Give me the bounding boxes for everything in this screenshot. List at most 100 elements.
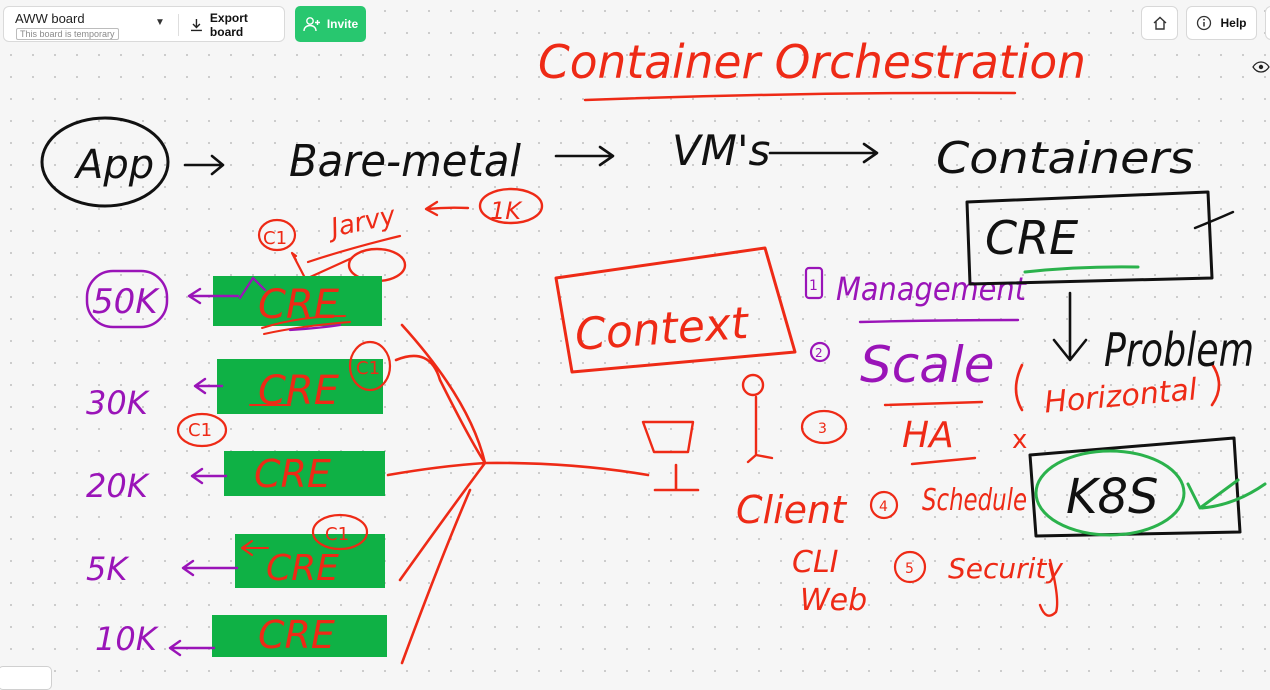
bullet-2: 2 <box>815 346 823 360</box>
web-text: Web <box>800 583 867 618</box>
c1-top-text: C1 <box>263 228 287 249</box>
c1-top-circle <box>257 218 297 252</box>
board-selector[interactable]: AWW board This board is temporary ▼ Expo… <box>3 6 285 42</box>
inner-arrow-4 <box>241 540 269 556</box>
c1-text-3: C1 <box>188 420 212 441</box>
num-5k: 5K <box>86 550 130 588</box>
num-50k: 50K <box>92 282 160 322</box>
loop-arrows <box>290 251 354 280</box>
context-box <box>554 246 797 374</box>
bullet-4: 4 <box>879 499 888 515</box>
cre-right-text: CRE <box>985 211 1078 265</box>
ha-text: HA <box>902 415 954 456</box>
client-body <box>746 395 774 464</box>
security-hook <box>1038 558 1059 617</box>
one-k-circle <box>478 187 544 225</box>
bullet-3: 3 <box>818 421 827 437</box>
c1-circle-4 <box>311 513 369 551</box>
arrow-1k <box>424 200 470 217</box>
client-text: Client <box>736 488 848 532</box>
num-10k: 10K <box>95 620 160 658</box>
add-user-icon <box>303 17 320 32</box>
app-text: App <box>73 142 154 188</box>
board-status: This board is temporary <box>16 28 119 40</box>
fan-lines <box>386 323 700 665</box>
cre-box-3 <box>224 451 385 496</box>
cre-label-2: CRE <box>258 368 340 414</box>
help-button[interactable]: Help <box>1186 6 1257 40</box>
cre-right-underline <box>1023 265 1140 274</box>
x-mark: x <box>1012 425 1027 455</box>
cre-label-1: CRE <box>258 282 340 328</box>
cre-strike <box>261 315 351 335</box>
vms-text: VM's <box>672 126 770 175</box>
k8s-text: K8S <box>1066 469 1158 525</box>
num-20k: 20K <box>86 467 151 505</box>
k8s-box <box>1028 436 1242 538</box>
bare-metal-text: Bare-metal <box>289 136 522 187</box>
cli-text: CLI <box>792 545 839 580</box>
scale-text: Scale <box>860 336 995 394</box>
cre-box-1 <box>213 276 382 326</box>
bullet-3-circle <box>800 409 848 445</box>
toolbar-divider <box>178 14 179 36</box>
info-icon <box>1197 15 1212 31</box>
management-underline <box>858 318 1020 324</box>
c1-circle-2 <box>348 340 392 392</box>
containers-text: Containers <box>936 133 1194 184</box>
cre-box-2 <box>217 359 383 414</box>
c1-text-2: C1 <box>356 358 380 379</box>
bullet-1-box <box>804 266 824 300</box>
cre-label-4: CRE <box>266 548 339 589</box>
home-icon <box>1153 16 1166 30</box>
bullet-4-circle <box>869 490 899 520</box>
cre-label-5: CRE <box>258 613 335 657</box>
k8s-check <box>1186 478 1267 510</box>
purple-arrows <box>168 287 240 657</box>
bullet-5-circle <box>893 550 927 584</box>
scale-underline <box>883 400 984 407</box>
app-circle <box>40 116 170 208</box>
eye-icon[interactable] <box>1252 60 1270 78</box>
problem-arrow <box>1052 291 1088 362</box>
management-text: Management <box>836 270 1027 308</box>
cre-purple-marks <box>238 276 342 332</box>
context-text: Context <box>573 298 751 361</box>
bullet-5: 5 <box>905 561 914 577</box>
arrow-bare-metal <box>554 145 615 167</box>
arrow-vms <box>768 142 879 164</box>
one-k-text: 1K <box>490 197 523 225</box>
cre-box-5 <box>212 615 387 657</box>
k8s-circle <box>1034 449 1186 537</box>
title-underline <box>583 91 1017 102</box>
jarvy-underline <box>306 234 402 264</box>
chevron-down-icon[interactable]: ▼ <box>155 17 165 28</box>
c1-text-4: C1 <box>325 524 349 545</box>
cre-right-box <box>965 190 1214 286</box>
cre-right-tail <box>1193 210 1235 230</box>
help-label: Help <box>1220 16 1247 30</box>
c1-circle-3 <box>176 412 228 448</box>
board-name: AWW board <box>15 11 85 26</box>
client-head <box>741 373 765 397</box>
cre-label-3: CRE <box>254 452 331 496</box>
monitor-shape <box>641 420 695 454</box>
invite-label: Invite <box>326 17 359 31</box>
export-board-label: Export board <box>209 11 248 39</box>
num-30k: 30K <box>86 384 151 422</box>
horizontal-text: Horizontal <box>1043 372 1199 420</box>
fifty-k-box <box>85 269 169 329</box>
ha-underline <box>910 456 977 466</box>
scheduler-text: Schedule <box>922 483 1027 518</box>
problem-text: Problem <box>1104 323 1254 377</box>
home-button[interactable] <box>1141 6 1178 40</box>
arrow-app <box>183 154 225 176</box>
bullet-1: 1 <box>809 278 818 294</box>
export-board-button[interactable]: Export board <box>190 11 284 39</box>
invite-button[interactable]: Invite <box>295 6 366 42</box>
bullet-2-circle <box>809 341 831 363</box>
title-text: Container Orchestration <box>538 35 1086 89</box>
security-text: Security <box>948 552 1063 585</box>
download-icon <box>190 19 202 32</box>
